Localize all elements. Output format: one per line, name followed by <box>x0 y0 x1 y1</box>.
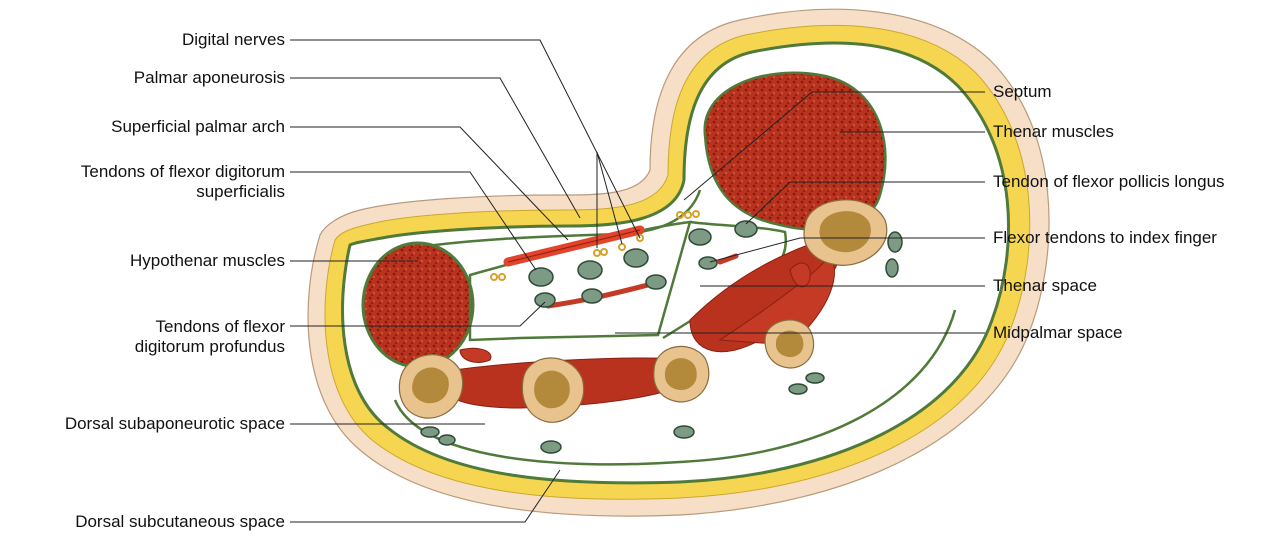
label-digital-nerves: Digital nerves <box>182 30 285 50</box>
label-dorsal-subcutaneous-space: Dorsal subcutaneous space <box>75 512 285 532</box>
label-thenar-space: Thenar space <box>993 276 1097 296</box>
label-tendons-fds: Tendons of flexor digitorum superficiali… <box>81 162 285 202</box>
hypothenar-muscles <box>363 243 473 367</box>
label-thenar-muscles: Thenar muscles <box>993 122 1114 142</box>
label-flexor-tendons-index: Flexor tendons to index finger <box>993 228 1217 248</box>
label-dorsal-subaponeurotic-space: Dorsal subaponeurotic space <box>65 414 285 434</box>
label-midpalmar-space: Midpalmar space <box>993 323 1122 343</box>
label-tendons-fdp: Tendons of flexor digitorum profundus <box>135 317 285 357</box>
label-superficial-palmar-arch: Superficial palmar arch <box>111 117 285 137</box>
label-tendon-fpl: Tendon of flexor pollicis longus <box>993 172 1225 192</box>
label-palmar-aponeurosis: Palmar aponeurosis <box>134 68 285 88</box>
label-hypothenar-muscles: Hypothenar muscles <box>130 251 285 271</box>
label-septum: Septum <box>993 82 1052 102</box>
